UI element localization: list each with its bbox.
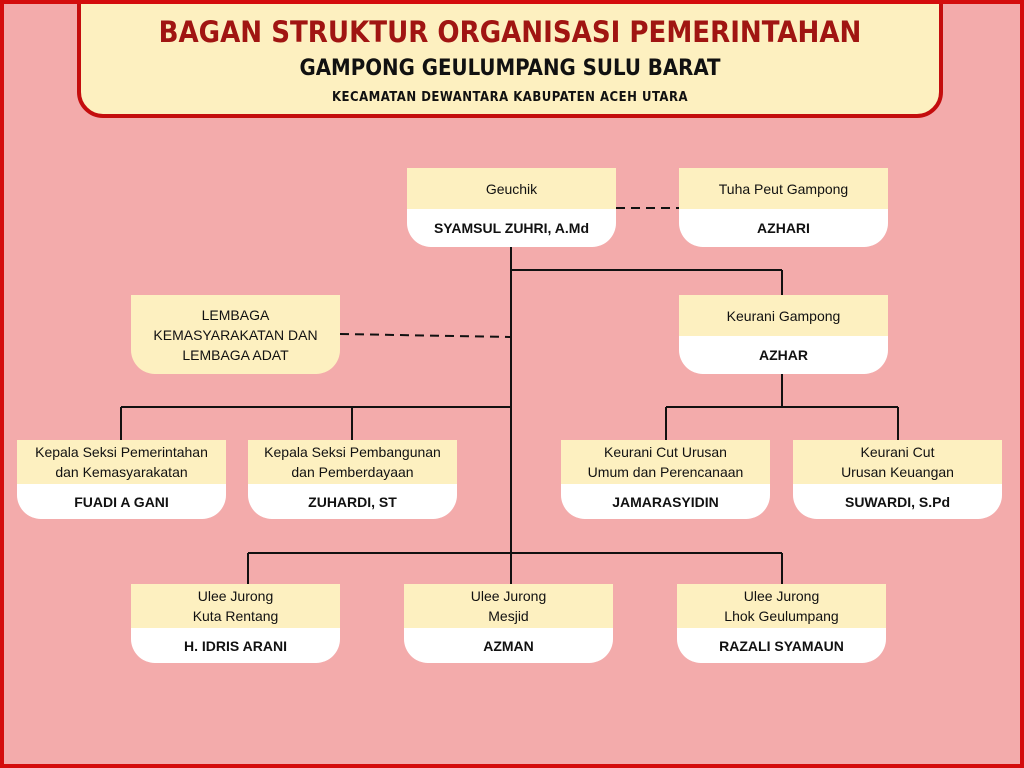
node-name: ZUHARDI, ST	[248, 484, 457, 519]
node-name: AZHAR	[679, 336, 888, 374]
header-banner: BAGAN STRUKTUR ORGANISASI PEMERINTAHAN G…	[77, 0, 943, 118]
node-position: Tuha Peut Gampong	[679, 168, 888, 209]
node-name: SYAMSUL ZUHRI, A.Md	[407, 209, 616, 247]
chart-subtitle: GAMPONG GEULUMPANG SULU BARAT	[299, 56, 721, 81]
node-lembaga: LEMBAGA KEMASYARAKATAN DAN LEMBAGA ADAT	[131, 295, 340, 374]
lembaga-dashed-link	[339, 333, 512, 338]
node-kaur-umum: Keurani Cut Urusan Umum dan Perencanaan …	[561, 440, 770, 519]
node-name: FUADI A GANI	[17, 484, 226, 519]
node-name: H. IDRIS ARANI	[131, 628, 340, 663]
node-jurong-lhok: Ulee Jurong Lhok Geulumpang RAZALI SYAMA…	[677, 584, 886, 663]
node-name: AZHARI	[679, 209, 888, 247]
chart-title: BAGAN STRUKTUR ORGANISASI PEMERINTAHAN	[158, 15, 862, 49]
node-keurani: Keurani Gampong AZHAR	[679, 295, 888, 374]
node-kasi-pemerintahan: Kepala Seksi Pemerintahan dan Kemasyarak…	[17, 440, 226, 519]
node-kaur-keuangan: Keurani Cut Urusan Keuangan SUWARDI, S.P…	[793, 440, 1002, 519]
node-geuchik: Geuchik SYAMSUL ZUHRI, A.Md	[407, 168, 616, 247]
node-name: RAZALI SYAMAUN	[677, 628, 886, 663]
node-position: Keurani Cut Urusan Keuangan	[793, 440, 1002, 484]
node-position: Kepala Seksi Pembangunan dan Pemberdayaa…	[248, 440, 457, 484]
node-name: AZMAN	[404, 628, 613, 663]
node-tuha-peut: Tuha Peut Gampong AZHARI	[679, 168, 888, 247]
node-name: SUWARDI, S.Pd	[793, 484, 1002, 519]
node-position: Geuchik	[407, 168, 616, 209]
node-kasi-pembangunan: Kepala Seksi Pembangunan dan Pemberdayaa…	[248, 440, 457, 519]
node-position: Ulee Jurong Lhok Geulumpang	[677, 584, 886, 628]
node-position: Kepala Seksi Pemerintahan dan Kemasyarak…	[17, 440, 226, 484]
node-jurong-mesjid: Ulee Jurong Mesjid AZMAN	[404, 584, 613, 663]
node-position: Keurani Gampong	[679, 295, 888, 336]
node-jurong-kuta: Ulee Jurong Kuta Rentang H. IDRIS ARANI	[131, 584, 340, 663]
node-position: Ulee Jurong Kuta Rentang	[131, 584, 340, 628]
node-position: Ulee Jurong Mesjid	[404, 584, 613, 628]
node-name: JAMARASYIDIN	[561, 484, 770, 519]
node-position: Keurani Cut Urusan Umum dan Perencanaan	[561, 440, 770, 484]
chart-location: KECAMATAN DEWANTARA KABUPATEN ACEH UTARA	[331, 90, 689, 105]
